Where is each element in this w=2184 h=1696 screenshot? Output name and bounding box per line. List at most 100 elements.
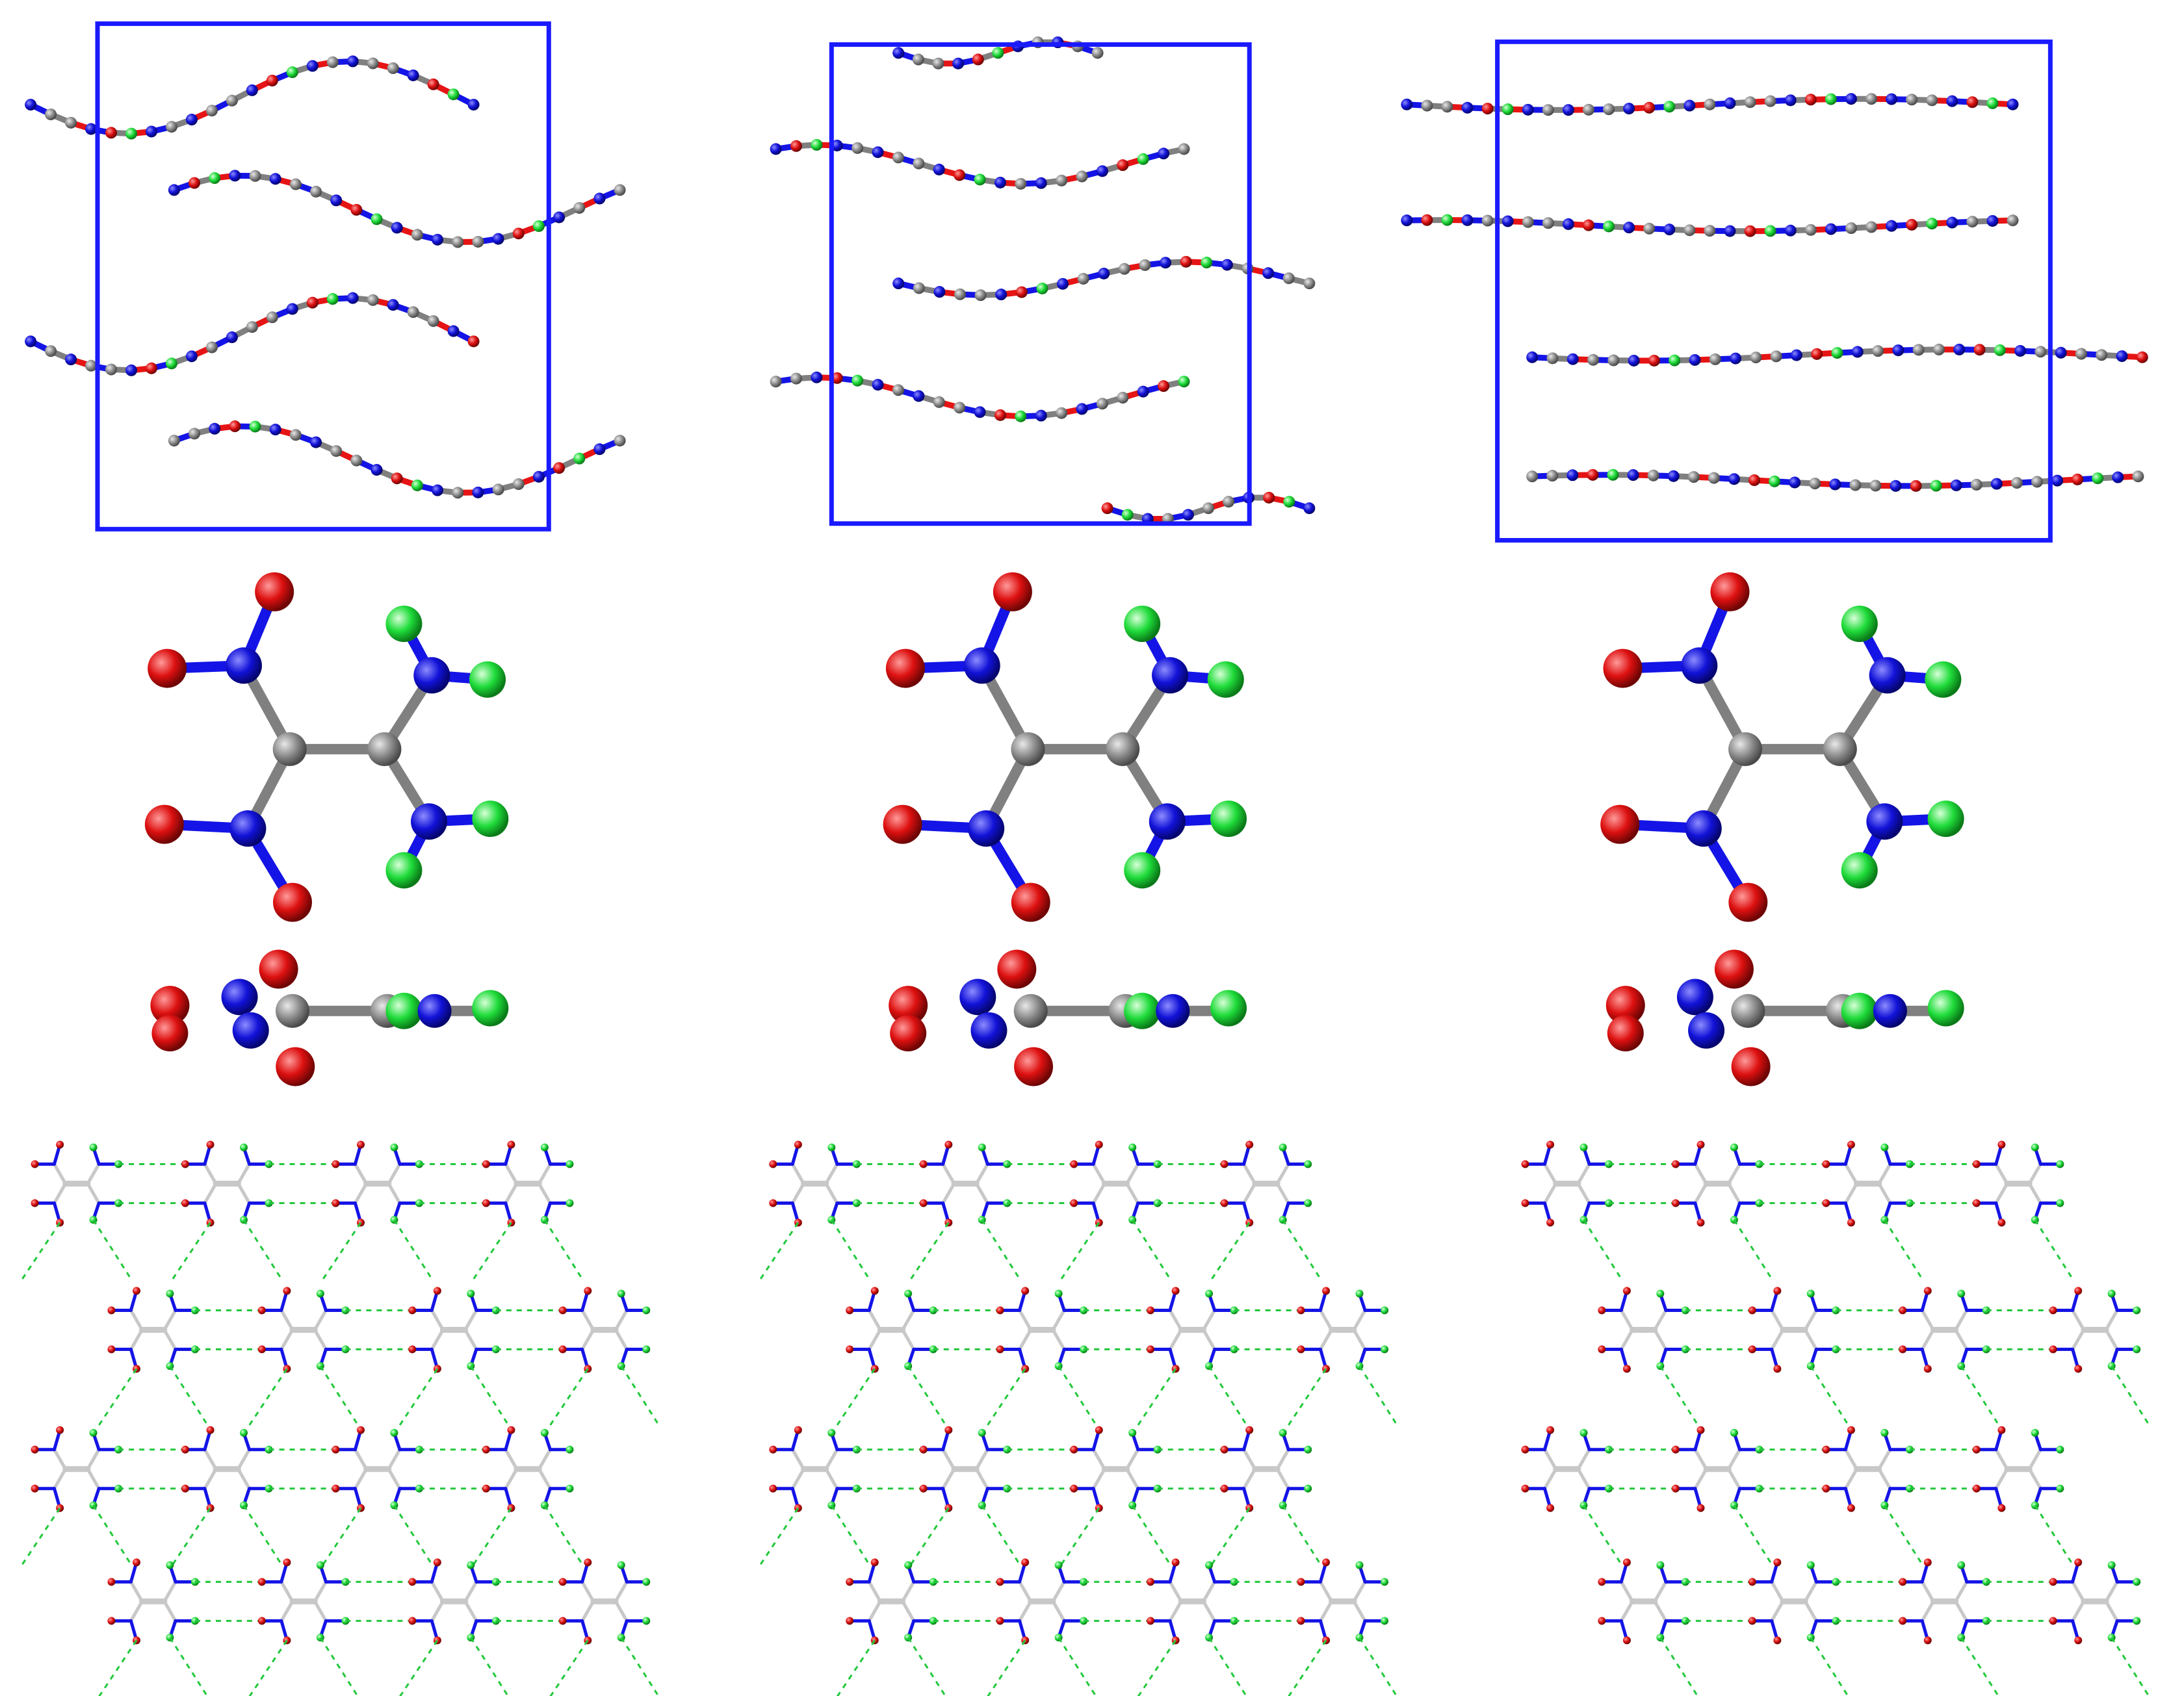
hydrogen-atom <box>1304 1160 1312 1168</box>
carbon-atom <box>1546 352 1559 365</box>
hydrogen-atom <box>1124 852 1161 889</box>
hydrogen-bond <box>1960 1580 2053 1696</box>
hydrogen-atom <box>1054 1561 1063 1569</box>
hydrogen-bond-line <box>987 1639 1026 1696</box>
hydrogen-bond-panel <box>20 1140 662 1696</box>
hydrogen-atom <box>1355 1561 1364 1569</box>
bond <box>1091 1162 1106 1185</box>
hydrogen-bond-line <box>981 1219 1022 1282</box>
bond <box>504 1181 519 1205</box>
nitrogen-atom <box>933 286 946 298</box>
bond <box>1576 1162 1591 1185</box>
bond <box>1920 1580 1935 1603</box>
bond <box>1275 1467 1290 1491</box>
hydrogen-atom <box>2056 1160 2064 1168</box>
bond <box>1242 1448 1257 1471</box>
bond <box>901 1599 916 1623</box>
nitrogen-atom <box>2055 346 2067 359</box>
oxygen-atom <box>56 1426 64 1434</box>
bond <box>236 1162 252 1185</box>
nitrogen-atom <box>1790 349 1802 361</box>
oxygen-atom <box>558 1578 567 1586</box>
bond <box>1125 1448 1140 1471</box>
bond <box>129 1599 144 1623</box>
hydrogen-bond-line <box>1358 1365 1399 1428</box>
hydrogen-bond-line <box>1137 1639 1176 1696</box>
hydrogen-atom <box>2056 1445 2064 1454</box>
carbon-atom <box>1804 224 1817 236</box>
hydrogen-bond-line <box>1059 1222 1100 1282</box>
oxygen-atom <box>1322 1558 1331 1567</box>
hydrogen-atom <box>1502 103 1514 116</box>
oxygen-atom <box>181 1160 190 1168</box>
oxygen-atom <box>357 1426 365 1434</box>
hydrogen-bond <box>758 1163 924 1282</box>
nitrogen-atom <box>1502 215 1514 227</box>
bond <box>1352 1328 1367 1351</box>
oxygen-atom <box>1095 1140 1103 1149</box>
oxygen-atom <box>257 1617 266 1625</box>
bond <box>2071 1328 2086 1351</box>
hydrogen-atom <box>852 374 864 387</box>
molecule <box>996 1558 1088 1645</box>
bond <box>824 1162 839 1185</box>
unit-cell-row <box>25 21 2148 543</box>
oxygen-atom <box>2072 473 2084 485</box>
hydrogen-atom <box>2133 1578 2141 1586</box>
hydrogen-bond-line <box>1659 1365 1700 1428</box>
nitrogen-atom <box>229 810 266 847</box>
molecule <box>769 1140 861 1227</box>
hydrogen-bond <box>98 1580 262 1696</box>
nitrogen-atom <box>1724 97 1736 109</box>
molecule <box>1972 1140 2064 1227</box>
bond <box>1726 1448 1741 1471</box>
nitrogen-atom <box>1566 353 1579 365</box>
carbon-atom <box>45 109 57 121</box>
bond <box>2071 1599 2086 1623</box>
oxygen-atom <box>107 1306 116 1315</box>
molecule <box>1220 1426 1312 1512</box>
oxygen-atom <box>1147 1306 1155 1315</box>
hydrogen-bond <box>20 1448 186 1567</box>
oxygen-atom <box>1744 225 1756 237</box>
hydrogen-bond <box>1137 1580 1301 1696</box>
hydrogen-bond-line <box>1810 1365 1851 1428</box>
bond <box>1275 1448 1290 1471</box>
bond <box>504 1448 519 1471</box>
oxygen-atom <box>890 1015 927 1052</box>
nitrogen-atom <box>831 139 843 151</box>
oxygen-atom <box>1728 882 1768 922</box>
hydrogen-bond <box>1059 1448 1225 1567</box>
oxygen-atom <box>1521 1445 1529 1454</box>
hydrogen-bond <box>1884 1448 1977 1567</box>
bond <box>1954 1308 1969 1331</box>
hydrogen-bond <box>909 1163 1074 1282</box>
oxygen-atom <box>1598 1306 1606 1315</box>
bond <box>1653 1308 1668 1331</box>
hydrogen-bond <box>170 1448 336 1567</box>
hydrogen-bond <box>96 1309 262 1428</box>
nitrogen-atom <box>1522 103 1534 116</box>
molecule-side-view-row <box>150 949 1964 1086</box>
hydrogen-atom <box>1769 475 1781 487</box>
carbon-atom <box>1139 259 1151 271</box>
bond <box>313 1580 328 1603</box>
carbon-atom <box>1106 732 1140 766</box>
oxygen-atom <box>257 1578 266 1586</box>
bond <box>1318 1328 1334 1351</box>
carbon-atom <box>1526 470 1539 483</box>
nitrogen-atom <box>770 143 782 155</box>
hydrogen-atom <box>165 357 177 370</box>
nitrogen-atom <box>1685 810 1722 847</box>
nitrogen-atom <box>913 390 925 402</box>
nitrogen-atom <box>1461 214 1474 226</box>
oxygen-atom <box>181 1445 190 1454</box>
molecule-top-view <box>144 572 509 922</box>
bond <box>1770 1580 1785 1603</box>
molecule <box>332 1140 424 1227</box>
hydrogen-atom <box>1054 1289 1063 1298</box>
hydrogen-atom <box>1283 496 1295 508</box>
hydrogen-bond-line <box>758 1222 800 1282</box>
bond <box>1352 1580 1367 1603</box>
bond <box>1091 1467 1106 1491</box>
